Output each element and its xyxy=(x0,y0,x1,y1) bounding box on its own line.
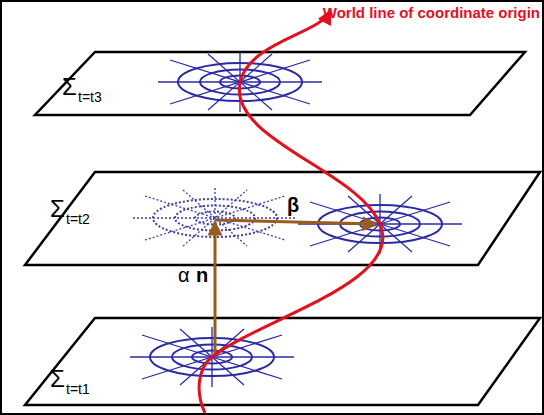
shift-label: β xyxy=(287,194,299,216)
normal-label: n xyxy=(196,264,208,286)
slice-plane xyxy=(25,172,540,265)
shift-arrow xyxy=(215,220,376,224)
slice-subscript: t=t2 xyxy=(66,212,90,227)
slice-subscript: t=t3 xyxy=(78,90,102,105)
lapse-label: α xyxy=(178,264,190,286)
world-line xyxy=(199,12,383,413)
slice-plane xyxy=(35,52,525,115)
slice-symbol: Σ xyxy=(50,366,65,392)
normal-arrow xyxy=(214,222,217,355)
slice-symbol: Σ xyxy=(50,196,65,222)
world-line-label: World line of coordinate origin xyxy=(323,5,540,22)
slice-plane xyxy=(25,318,540,405)
slice-subscript: t=t1 xyxy=(66,382,90,397)
slice-symbol: Σ xyxy=(62,74,77,100)
